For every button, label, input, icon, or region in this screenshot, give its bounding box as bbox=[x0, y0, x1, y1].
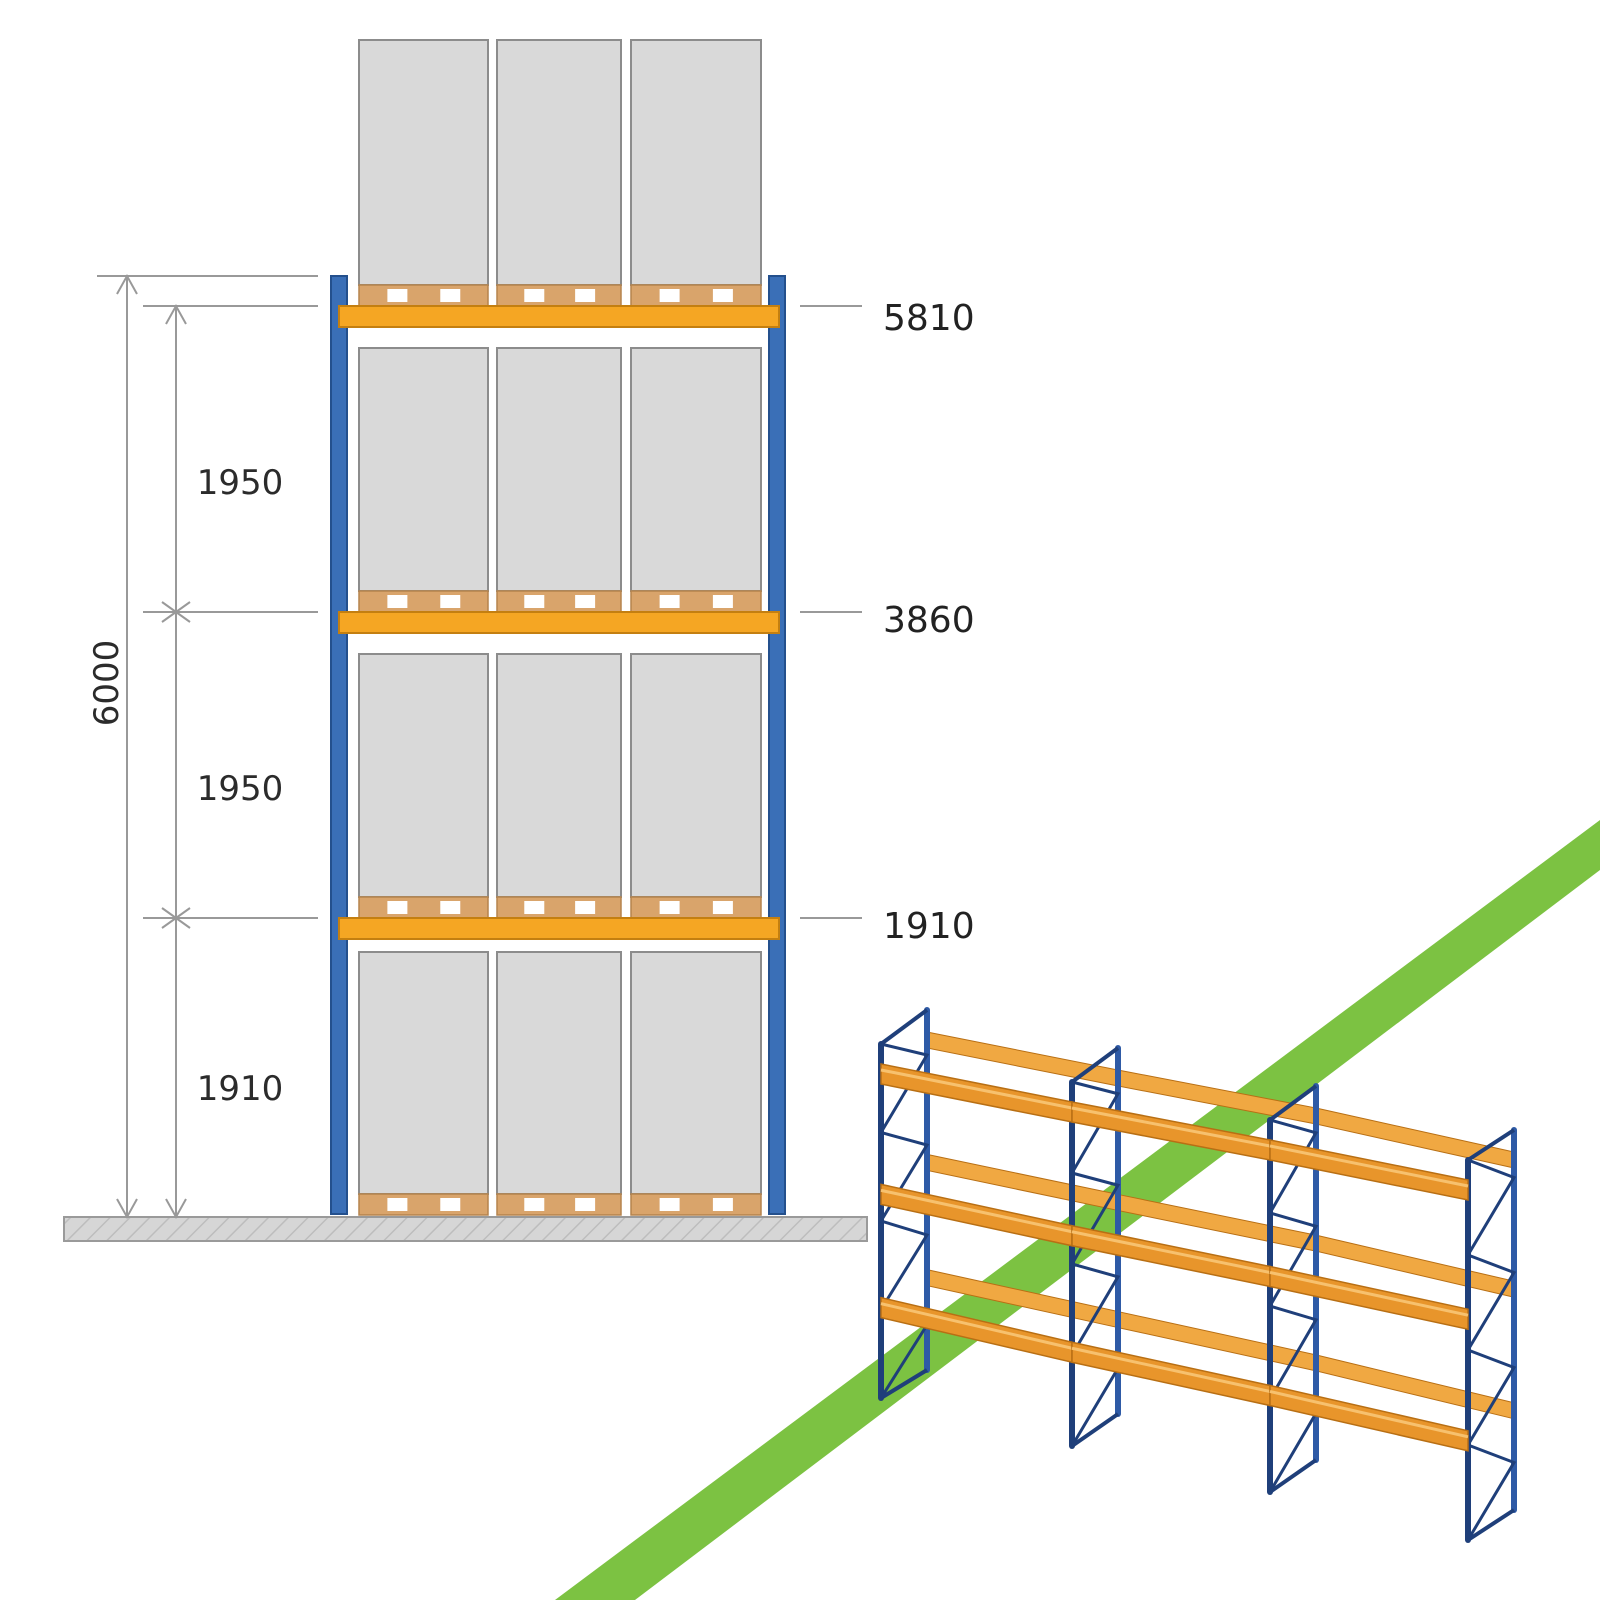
pallet-opening bbox=[440, 289, 461, 302]
pallet bbox=[496, 1193, 622, 1216]
level-label-top: 5810 bbox=[883, 298, 975, 339]
pallet-opening bbox=[659, 1198, 680, 1211]
pallet-load bbox=[630, 39, 762, 307]
beam-middle bbox=[338, 611, 780, 634]
pallet bbox=[630, 590, 762, 613]
beam-3d-highlight bbox=[1071, 1106, 1271, 1148]
beams bbox=[338, 305, 780, 940]
box bbox=[358, 39, 489, 286]
box bbox=[630, 347, 762, 592]
pallet-opening bbox=[387, 289, 408, 302]
beam-top bbox=[338, 305, 780, 328]
pallet-opening bbox=[659, 289, 680, 302]
upright-frame-3d bbox=[1465, 1127, 1517, 1543]
pallet-load bbox=[496, 951, 622, 1216]
pallet-opening bbox=[575, 1198, 596, 1211]
pallet-load bbox=[630, 653, 762, 919]
pallet-opening bbox=[524, 289, 545, 302]
pallet-opening bbox=[524, 901, 545, 914]
dimension-lines bbox=[97, 273, 318, 1220]
pallet-load bbox=[358, 653, 489, 919]
rack-3d-view bbox=[878, 1007, 1517, 1543]
beam-3d-highlight bbox=[880, 1302, 1073, 1350]
pallet-opening bbox=[440, 1198, 461, 1211]
pallet-load bbox=[496, 39, 622, 307]
pallet-opening bbox=[712, 595, 733, 608]
beam-3d-highlight bbox=[1071, 1346, 1271, 1393]
level-leader-lines bbox=[800, 305, 862, 919]
beam-3d-front bbox=[880, 1063, 1073, 1123]
level-label-bottom: 1910 bbox=[883, 906, 975, 947]
pallet-opening bbox=[524, 1198, 545, 1211]
pallet-opening bbox=[440, 595, 461, 608]
pallet bbox=[358, 896, 489, 919]
pallet bbox=[630, 1193, 762, 1216]
pallet-load bbox=[496, 347, 622, 613]
upright-right bbox=[768, 275, 786, 1215]
floor-marking-stripe bbox=[555, 820, 1600, 1600]
total-height-label: 6000 bbox=[87, 640, 127, 727]
box bbox=[496, 951, 622, 1195]
pallet bbox=[496, 590, 622, 613]
beam-bottom bbox=[338, 917, 780, 940]
pallet-opening bbox=[440, 901, 461, 914]
pallet-load bbox=[496, 653, 622, 919]
upright-left bbox=[330, 275, 348, 1215]
pallet-opening bbox=[575, 289, 596, 302]
pallet-load bbox=[630, 951, 762, 1216]
pallet-opening bbox=[387, 595, 408, 608]
box bbox=[496, 347, 622, 592]
box bbox=[358, 347, 489, 592]
pallet-opening bbox=[659, 901, 680, 914]
pallet bbox=[630, 284, 762, 307]
pallet-opening bbox=[524, 595, 545, 608]
pallet bbox=[496, 896, 622, 919]
rack-elevation bbox=[358, 39, 762, 1216]
beam-3d-highlight bbox=[1269, 1144, 1469, 1188]
pallet-load bbox=[358, 39, 489, 307]
pallet-opening bbox=[387, 901, 408, 914]
pallet-opening bbox=[712, 1198, 733, 1211]
pallet bbox=[358, 284, 489, 307]
pallet-opening bbox=[712, 289, 733, 302]
pallet bbox=[496, 284, 622, 307]
pallet-load bbox=[358, 951, 489, 1216]
pallet-opening bbox=[575, 901, 596, 914]
beam-3d-highlight bbox=[1269, 1390, 1469, 1439]
box bbox=[496, 653, 622, 898]
box bbox=[358, 653, 489, 898]
box bbox=[630, 951, 762, 1195]
pallet-opening bbox=[575, 595, 596, 608]
beam-3d-highlight bbox=[1269, 1271, 1469, 1317]
spacing-label-middle: 1950 bbox=[197, 769, 284, 809]
box bbox=[496, 39, 622, 286]
level-label-middle: 3860 bbox=[883, 600, 975, 641]
pallet bbox=[358, 1193, 489, 1216]
pallet-load bbox=[630, 347, 762, 613]
pallet bbox=[358, 590, 489, 613]
pallet-opening bbox=[712, 901, 733, 914]
box bbox=[358, 951, 489, 1195]
beam-3d-highlight bbox=[880, 1188, 1073, 1234]
spacing-label-top: 1950 bbox=[197, 463, 284, 503]
pallet bbox=[630, 896, 762, 919]
beam-3d-back bbox=[926, 1031, 1119, 1087]
beam-3d-highlight bbox=[880, 1068, 1073, 1110]
floor bbox=[63, 1216, 868, 1242]
box bbox=[630, 39, 762, 286]
spacing-label-bottom: 1910 bbox=[197, 1069, 284, 1109]
box bbox=[630, 653, 762, 898]
beam-3d-highlight bbox=[1071, 1230, 1271, 1274]
pallet-opening bbox=[387, 1198, 408, 1211]
pallet-opening bbox=[659, 595, 680, 608]
pallet-load bbox=[358, 347, 489, 613]
